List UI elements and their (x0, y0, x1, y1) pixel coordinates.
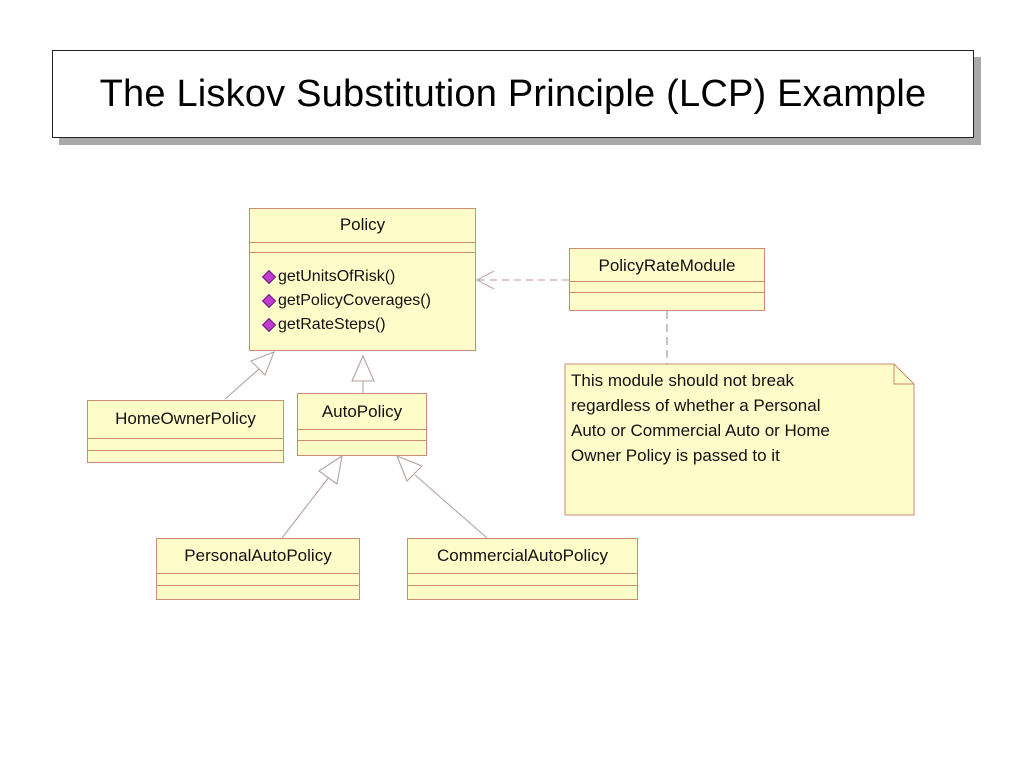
class-policy-name: Policy (339, 215, 386, 234)
generalization-personal-arrowhead (318, 454, 343, 485)
generalization-homeowner (224, 368, 260, 400)
operation-name: getUnitsOfRisk() (278, 268, 396, 285)
operation-row: getPolicyCoverages() (261, 289, 431, 313)
generalization-commercial (414, 474, 488, 539)
class-personal-auto-policy[interactable]: PersonalAutoPolicy (156, 538, 360, 600)
note-line: This module should not break (571, 371, 795, 390)
operation-name: getPolicyCoverages() (278, 292, 431, 309)
class-commercial-auto-policy-separator-2 (408, 585, 637, 586)
slide-title: The Liskov Substitution Principle (LCP) … (99, 72, 927, 115)
note-text: This module should not break regardless … (571, 368, 891, 468)
class-commercial-auto-policy[interactable]: CommercialAutoPolicy (407, 538, 638, 600)
operation-icon (261, 317, 277, 333)
class-home-owner-policy[interactable]: HomeOwnerPolicy (87, 400, 284, 463)
class-policy[interactable]: Policy getUnitsOfRisk() getPolicyCoverag… (249, 208, 476, 351)
class-policy-separator-2 (250, 252, 475, 253)
class-policy-rate-module-name: PolicyRateModule (598, 256, 736, 275)
class-commercial-auto-policy-separator-1 (408, 573, 637, 574)
operation-row: getUnitsOfRisk() (261, 265, 431, 289)
operation-row: getRateSteps() (261, 313, 431, 337)
class-auto-policy-separator-2 (298, 440, 426, 441)
dependency-arrowhead (475, 270, 495, 290)
class-personal-auto-policy-separator-1 (157, 573, 359, 574)
generalization-commercial-arrowhead (396, 455, 423, 482)
note[interactable]: This module should not break regardless … (565, 364, 914, 515)
operation-icon (261, 293, 277, 309)
class-auto-policy-name: AutoPolicy (321, 402, 403, 421)
operation-name: getRateSteps() (278, 316, 386, 333)
class-policy-rate-module[interactable]: PolicyRateModule (569, 248, 765, 311)
generalization-personal (281, 476, 330, 539)
class-personal-auto-policy-separator-2 (157, 585, 359, 586)
class-policy-rate-module-separator-2 (570, 292, 764, 293)
class-policy-separator-1 (250, 242, 475, 243)
operation-icon (261, 269, 277, 285)
generalization-homeowner-arrowhead (250, 351, 275, 376)
note-shape (564, 363, 915, 516)
note-line: Owner Policy is passed to it (571, 446, 780, 465)
class-commercial-auto-policy-name: CommercialAutoPolicy (437, 546, 608, 565)
slide-title-box: The Liskov Substitution Principle (LCP) … (52, 50, 974, 138)
class-policy-operations: getUnitsOfRisk() getPolicyCoverages() ge… (261, 265, 431, 337)
generalization-auto-arrowhead (351, 354, 375, 382)
note-line: Auto or Commercial Auto or Home (571, 421, 830, 440)
class-auto-policy[interactable]: AutoPolicy (297, 393, 427, 456)
class-home-owner-policy-name: HomeOwnerPolicy (115, 409, 256, 428)
class-home-owner-policy-separator-2 (88, 450, 283, 451)
class-home-owner-policy-separator-1 (88, 438, 283, 439)
note-fold (893, 364, 914, 385)
class-auto-policy-separator-1 (298, 429, 426, 430)
class-personal-auto-policy-name: PersonalAutoPolicy (184, 546, 332, 565)
class-policy-rate-module-separator-1 (570, 281, 764, 282)
note-line: regardless of whether a Personal (571, 396, 821, 415)
